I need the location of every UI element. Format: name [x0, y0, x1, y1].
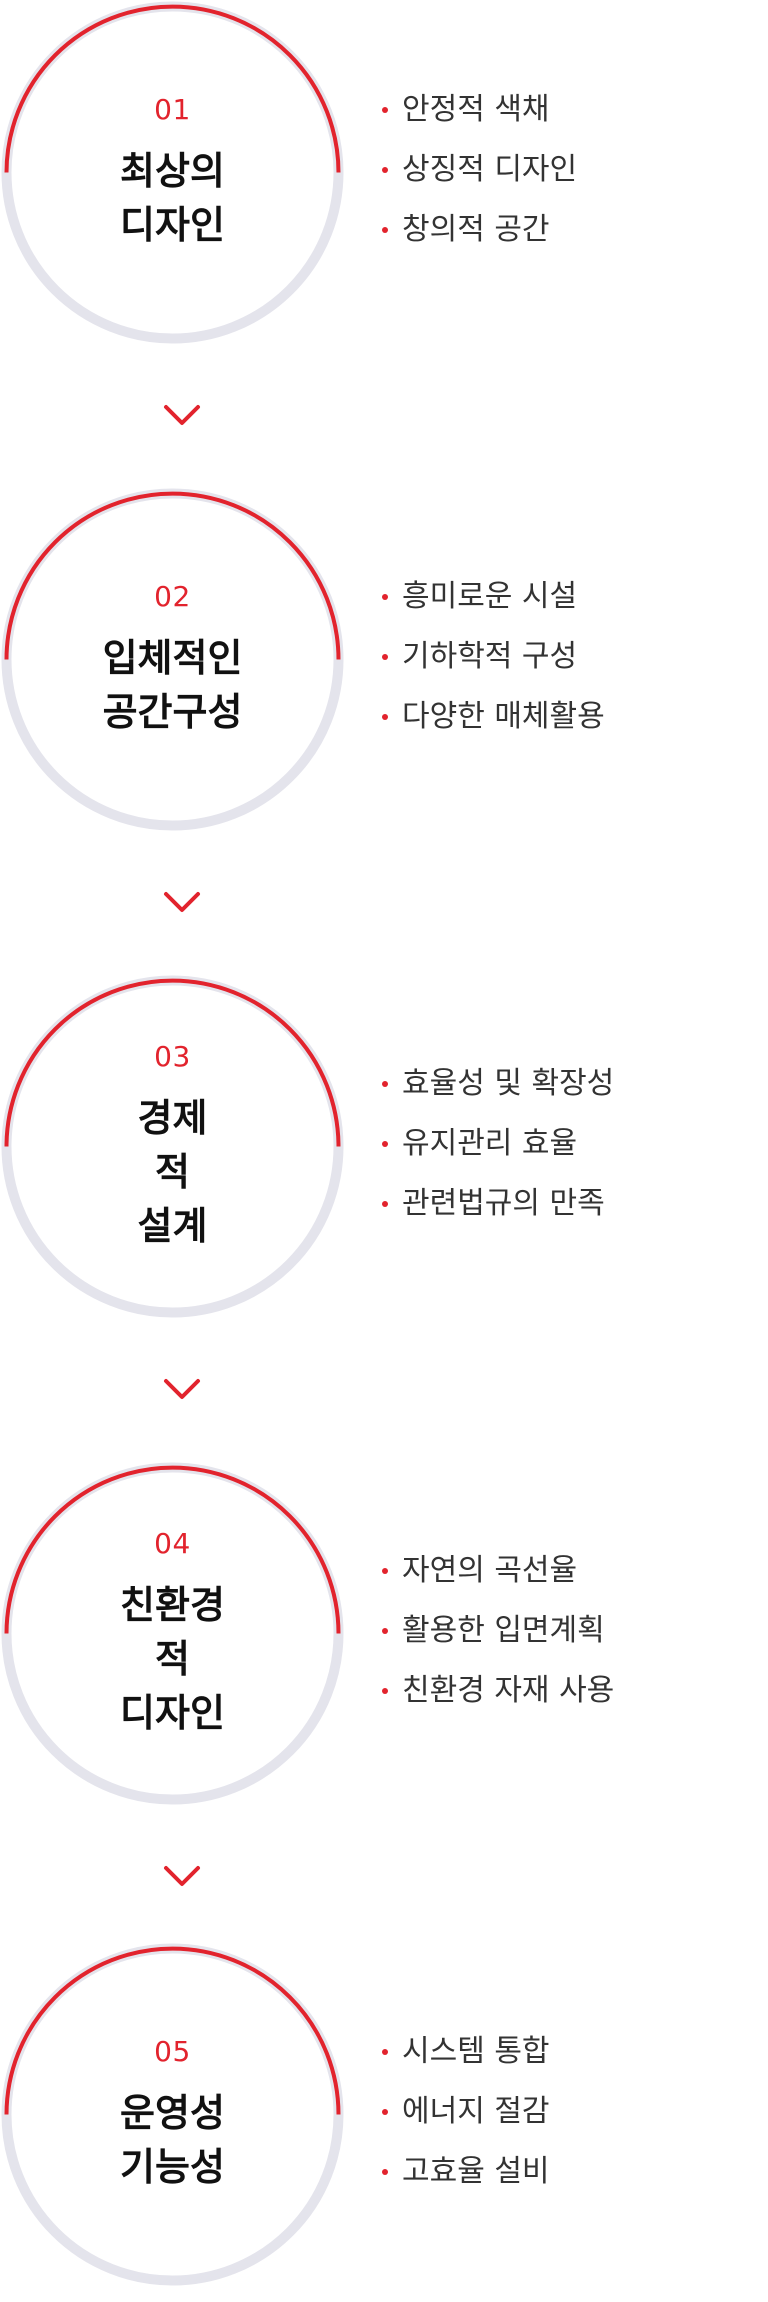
feature-label: 친환경 자재 사용 — [402, 1673, 615, 1708]
feature-item: 흥미로운 시설 — [382, 567, 752, 627]
bullet-icon — [382, 2049, 388, 2055]
feature-label: 관련법규의 만족 — [402, 1186, 605, 1221]
feature-list: 안정적 색채 상징적 디자인 창의적 공간 — [382, 80, 752, 260]
bullet-icon — [382, 594, 388, 600]
bullet-icon — [382, 1141, 388, 1147]
step-title: 친환경 적 디자인 — [120, 1582, 225, 1735]
bullet-icon — [382, 227, 388, 233]
feature-item: 고효율 설비 — [382, 2142, 752, 2202]
step-circle: 05 운영성 기능성 — [0, 1942, 345, 2287]
circle-ring-icon — [1, 1462, 344, 1805]
feature-label: 고효율 설비 — [402, 2154, 550, 2189]
feature-list: 효율성 및 확장성 유지관리 효율 관련법규의 만족 — [382, 1054, 752, 1234]
feature-label: 기하학적 구성 — [402, 639, 578, 674]
feature-label: 유지관리 효율 — [402, 1126, 578, 1161]
feature-item: 효율성 및 확장성 — [382, 1054, 752, 1114]
step-4: 04 친환경 적 디자인 자연의 곡선율 활용한 입면계획 친환경 자재 사용 — [0, 1461, 768, 1821]
circle-ring-icon — [1, 1943, 344, 2286]
feature-item: 친환경 자재 사용 — [382, 1661, 752, 1721]
step-number: 04 — [154, 1526, 191, 1560]
feature-item: 자연의 곡선율 — [382, 1541, 752, 1601]
bullet-icon — [382, 107, 388, 113]
feature-item: 시스템 통합 — [382, 2022, 752, 2082]
feature-item: 유지관리 효율 — [382, 1114, 752, 1174]
feature-item: 창의적 공간 — [382, 200, 752, 260]
feature-label: 시스템 통합 — [402, 2034, 550, 2069]
feature-item: 상징적 디자인 — [382, 140, 752, 200]
step-circle: 04 친환경 적 디자인 — [0, 1461, 345, 1806]
step-title: 입체적인 공간구성 — [102, 635, 243, 734]
bullet-icon — [382, 1201, 388, 1207]
step-number: 05 — [154, 2034, 191, 2068]
bullet-icon — [382, 714, 388, 720]
chevron-down-icon — [164, 1379, 200, 1399]
bullet-icon — [382, 1628, 388, 1634]
bullet-icon — [382, 654, 388, 660]
bullet-icon — [382, 2109, 388, 2115]
feature-label: 다양한 매체활용 — [402, 699, 605, 734]
feature-label: 효율성 및 확장성 — [402, 1066, 615, 1101]
feature-item: 다양한 매체활용 — [382, 687, 752, 747]
step-5: 05 운영성 기능성 시스템 통합 에너지 절감 고효율 설비 — [0, 1942, 768, 2302]
bullet-icon — [382, 167, 388, 173]
feature-label: 창의적 공간 — [402, 212, 550, 247]
step-circle: 01 최상의 디자인 — [0, 0, 345, 345]
step-number: 03 — [154, 1039, 191, 1073]
step-3: 03 경제 적 설계 효율성 및 확장성 유지관리 효율 관련법규의 만족 — [0, 974, 768, 1334]
feature-item: 기하학적 구성 — [382, 627, 752, 687]
circle-ring-icon — [1, 488, 344, 831]
step-1: 01 최상의 디자인 안정적 색채 상징적 디자인 창의적 공간 — [0, 0, 768, 360]
feature-list: 자연의 곡선율 활용한 입면계획 친환경 자재 사용 — [382, 1541, 752, 1721]
feature-label: 자연의 곡선율 — [402, 1553, 578, 1588]
feature-label: 흥미로운 시설 — [402, 579, 578, 614]
bullet-icon — [382, 1568, 388, 1574]
step-title: 경제 적 설계 — [137, 1095, 208, 1248]
step-circle: 03 경제 적 설계 — [0, 974, 345, 1319]
step-circle: 02 입체적인 공간구성 — [0, 487, 345, 832]
chevron-down-icon — [164, 1866, 200, 1886]
feature-list: 시스템 통합 에너지 절감 고효율 설비 — [382, 2022, 752, 2202]
feature-label: 에너지 절감 — [402, 2094, 550, 2129]
feature-label: 상징적 디자인 — [402, 152, 578, 187]
circle-ring-icon — [1, 1, 344, 344]
feature-label: 안정적 색채 — [402, 92, 550, 127]
feature-label: 활용한 입면계획 — [402, 1613, 605, 1648]
feature-item: 활용한 입면계획 — [382, 1601, 752, 1661]
feature-item: 에너지 절감 — [382, 2082, 752, 2142]
step-title: 운영성 기능성 — [120, 2090, 225, 2189]
bullet-icon — [382, 1688, 388, 1694]
bullet-icon — [382, 1081, 388, 1087]
feature-item: 안정적 색채 — [382, 80, 752, 140]
feature-item: 관련법규의 만족 — [382, 1174, 752, 1234]
step-number: 02 — [154, 579, 191, 613]
circle-ring-icon — [1, 975, 344, 1318]
chevron-down-icon — [164, 892, 200, 912]
bullet-icon — [382, 2169, 388, 2175]
feature-list: 흥미로운 시설 기하학적 구성 다양한 매체활용 — [382, 567, 752, 747]
chevron-down-icon — [164, 405, 200, 425]
step-number: 01 — [154, 92, 191, 126]
step-title: 최상의 디자인 — [120, 148, 225, 247]
step-2: 02 입체적인 공간구성 흥미로운 시설 기하학적 구성 다양한 매체활용 — [0, 487, 768, 847]
